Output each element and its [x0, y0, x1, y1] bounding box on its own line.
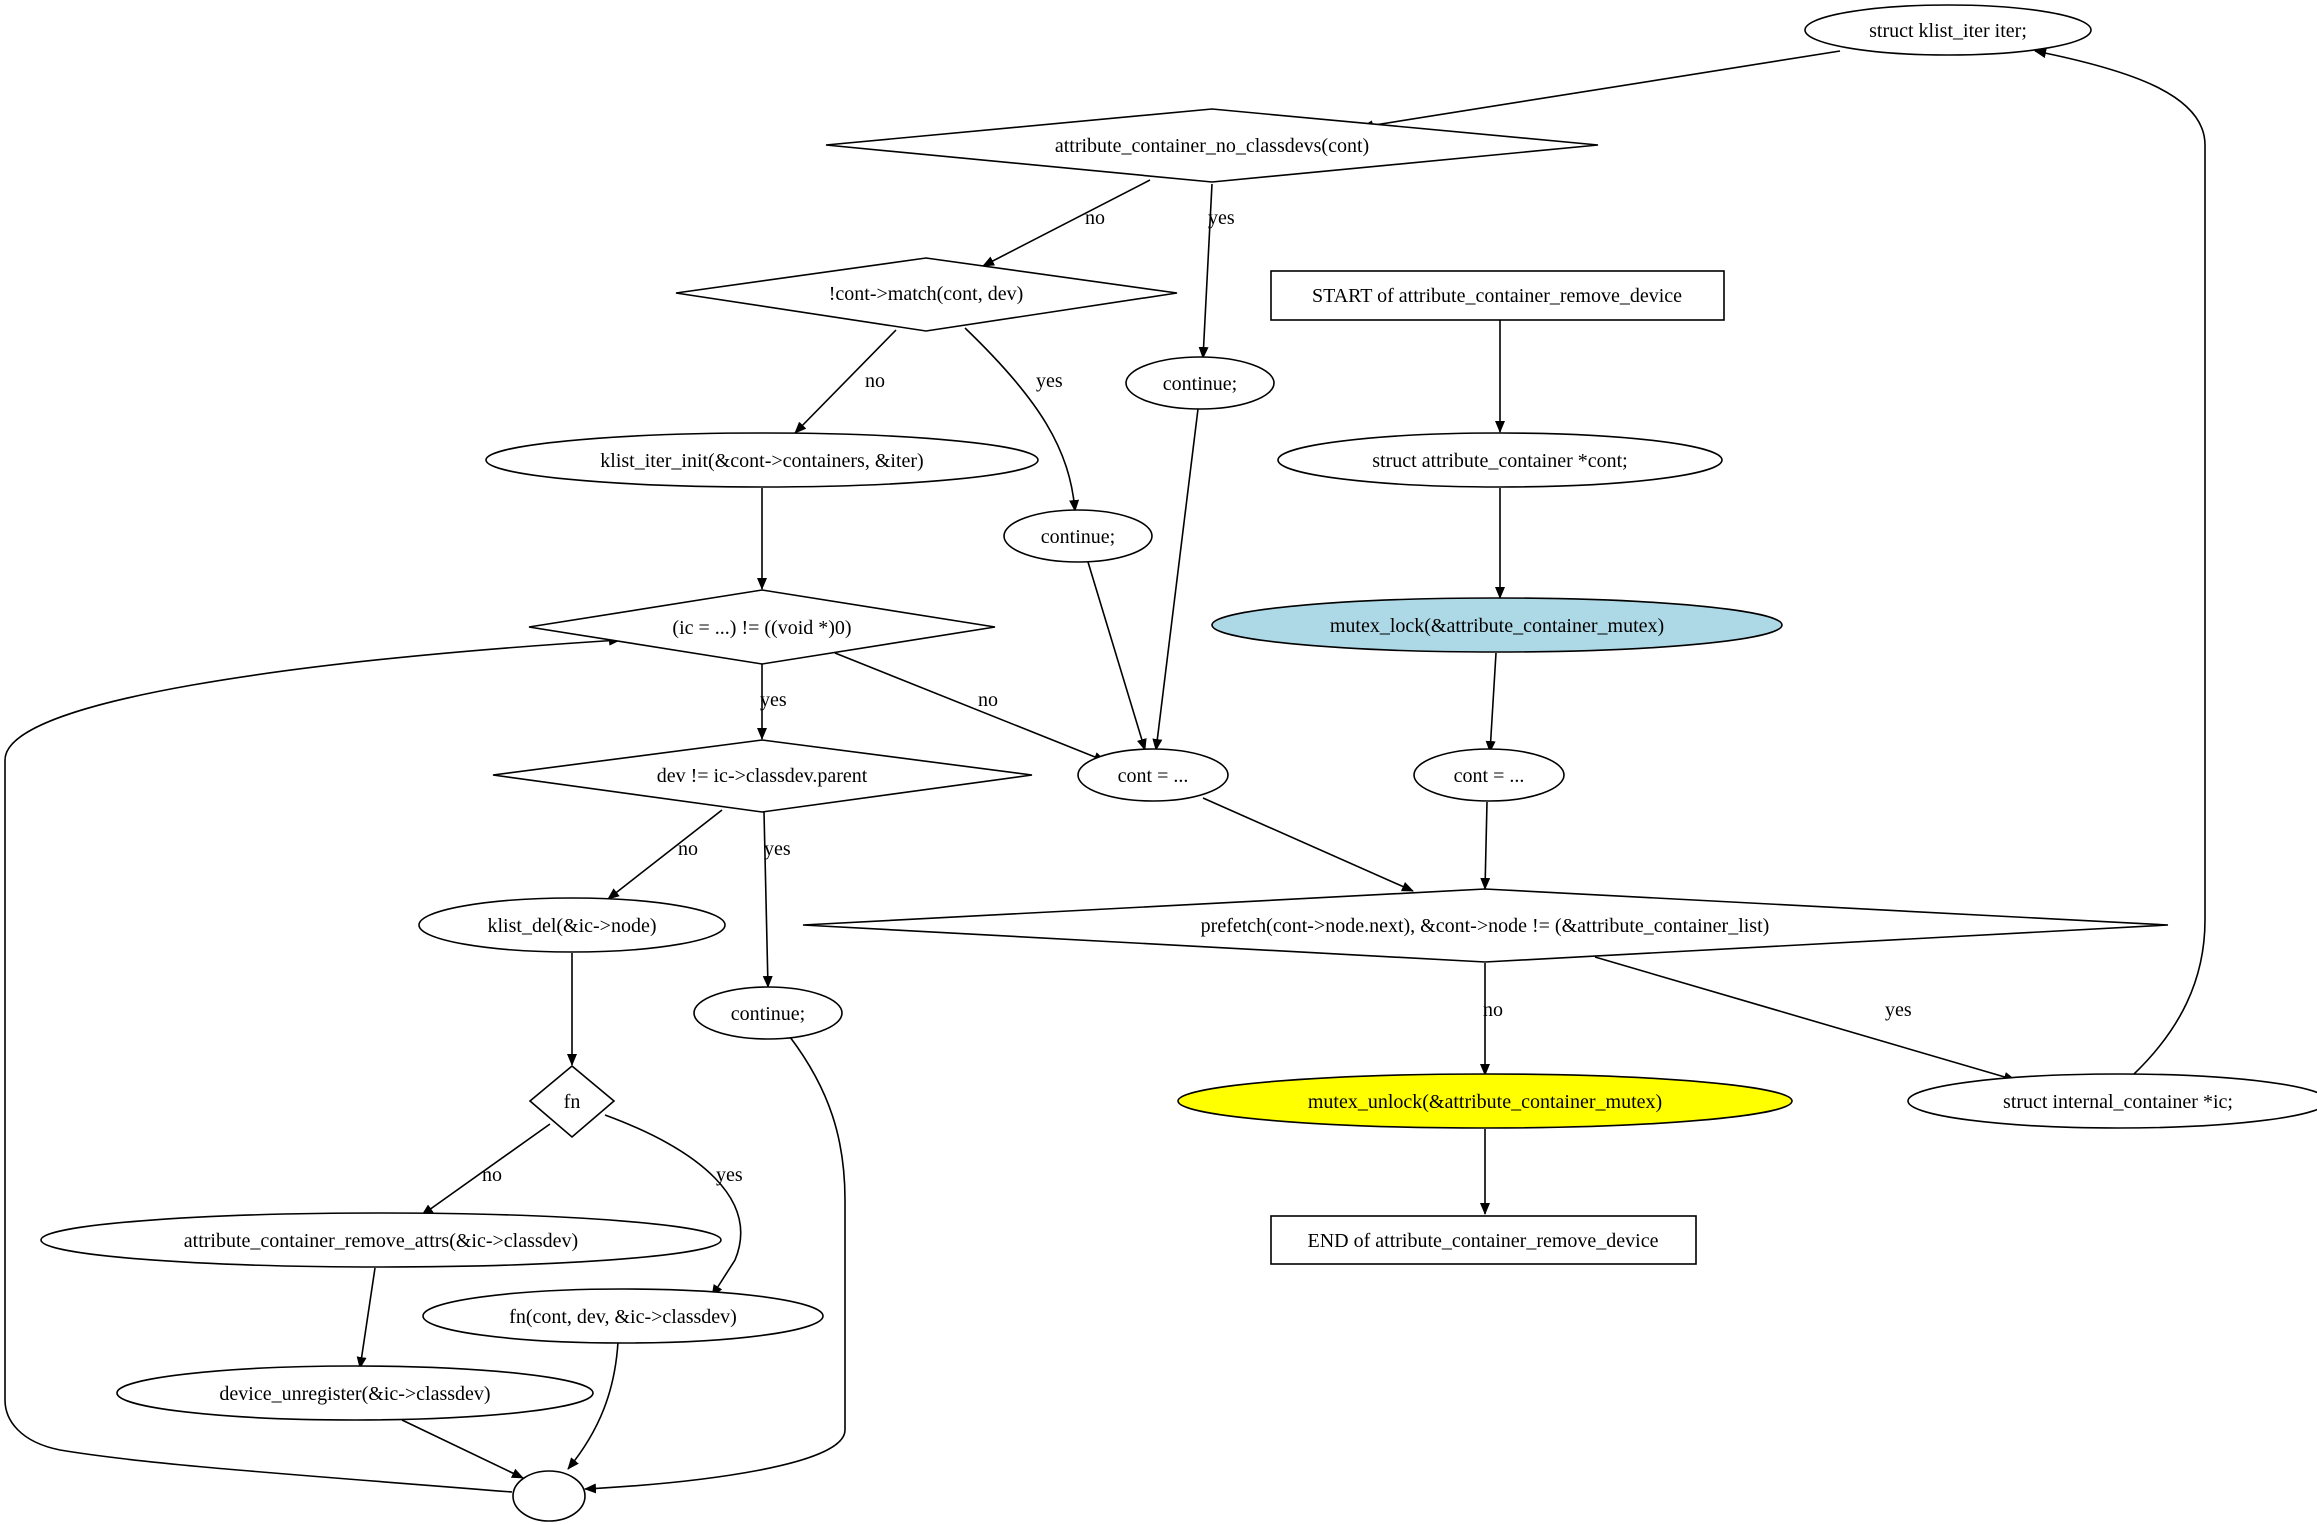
node-mutex-lock: mutex_lock(&attribute_container_mutex) [1211, 597, 1783, 653]
node-continue-top: continue; [1125, 356, 1275, 410]
edge-fn-to-fn-call [604, 1114, 742, 1297]
edge-label-match-no: no [865, 370, 885, 392]
edge-internal-container-to-klist-iter [2034, 48, 2206, 1076]
node-dev-parent: dev != ic->classdev.parent [492, 739, 1033, 813]
node-mutex-lock-label: mutex_lock(&attribute_container_mutex) [1330, 615, 1664, 637]
edge-no-classdevs-to-match [982, 179, 1151, 267]
node-continue-dev: continue; [693, 986, 843, 1040]
edge-label-no-classdevs-yes: yes [1208, 207, 1235, 229]
edge-label-ic-loop-no: no [978, 689, 998, 711]
node-remove-attrs: attribute_container_remove_attrs(&ic->cl… [40, 1212, 722, 1268]
node-start: START of attribute_container_remove_devi… [1270, 270, 1725, 321]
edge-remove-attrs-to-device-unregister [356, 1267, 376, 1369]
edge-label-match-yes: yes [1036, 370, 1063, 392]
edge-continue-top-to-cont-left [1152, 408, 1199, 751]
edge-label-dev-parent-yes: yes [764, 838, 791, 860]
node-no-classdevs: attribute_container_no_classdevs(cont) [825, 108, 1599, 183]
edge-label-ic-loop-yes: yes [760, 689, 787, 711]
node-prefetch: prefetch(cont->node.next), &cont->node !… [802, 888, 2169, 963]
edge-label-prefetch-yes: yes [1885, 999, 1912, 1021]
node-continue-match: continue; [1003, 509, 1153, 563]
edge-klist-iter-to-no-classdevs [1361, 50, 1841, 131]
node-klist-iter-init: klist_iter_init(&cont->containers, &iter… [485, 432, 1039, 488]
node-klist-iter: struct klist_iter iter; [1804, 4, 2092, 56]
node-remove-attrs-label: attribute_container_remove_attrs(&ic->cl… [184, 1230, 578, 1252]
node-merge [512, 1470, 586, 1522]
node-fn-call-label: fn(cont, dev, &ic->classdev) [509, 1306, 737, 1328]
edge-label-fn-yes: yes [716, 1164, 743, 1186]
node-continue-dev-label: continue; [731, 1003, 805, 1025]
node-device-unregister-label: device_unregister(&ic->classdev) [219, 1383, 490, 1405]
node-internal-container: struct internal_container *ic; [1907, 1073, 2317, 1129]
node-cont-assign-right: cont = ... [1413, 748, 1565, 802]
node-klist-iter-init-label: klist_iter_init(&cont->containers, &iter… [600, 450, 923, 472]
node-fn-label: fn [564, 1091, 581, 1113]
edge-dev-parent-to-klist-del [607, 809, 723, 900]
node-fn: fn [528, 1064, 616, 1139]
edge-device-unregister-to-merge [401, 1419, 524, 1479]
edges [4, 48, 2206, 1494]
nodes: struct klist_iter iter; attribute_contai… [40, 4, 2317, 1522]
node-mutex-unlock: mutex_unlock(&attribute_container_mutex) [1177, 1073, 1793, 1129]
node-mutex-unlock-label: mutex_unlock(&attribute_container_mutex) [1308, 1091, 1662, 1113]
edge-ic-loop-to-cont-left [834, 652, 1106, 762]
node-klist-iter-label: struct klist_iter iter; [1869, 20, 2027, 42]
edge-cont-left-to-prefetch [1202, 797, 1414, 892]
edge-continue-match-to-cont-left [1087, 561, 1147, 751]
node-end-label: END of attribute_container_remove_device [1308, 1230, 1659, 1252]
edge-labels: no yes no yes yes no no yes no yes no ye… [482, 207, 1912, 1186]
node-device-unregister: device_unregister(&ic->classdev) [116, 1365, 594, 1421]
edge-label-prefetch-no: no [1483, 999, 1503, 1021]
node-continue-match-label: continue; [1041, 526, 1115, 548]
node-start-label: START of attribute_container_remove_devi… [1312, 285, 1682, 307]
edge-label-fn-no: no [482, 1164, 502, 1186]
node-fn-call: fn(cont, dev, &ic->classdev) [422, 1288, 824, 1344]
node-cont-assign-left-label: cont = ... [1118, 765, 1189, 787]
edge-prefetch-to-internal-container [1594, 956, 2016, 1082]
node-dev-parent-label: dev != ic->classdev.parent [657, 765, 868, 787]
node-klist-del-label: klist_del(&ic->node) [487, 915, 656, 937]
edge-no-classdevs-to-continue-top [1198, 183, 1213, 359]
node-match-label: !cont->match(cont, dev) [829, 283, 1024, 305]
edge-continue-dev-to-merge [584, 1036, 846, 1494]
edge-fn-call-to-merge [567, 1341, 619, 1470]
node-continue-top-label: continue; [1163, 373, 1237, 395]
edge-mutex-lock-to-cont-right [1485, 652, 1497, 753]
edge-label-no-classdevs-no: no [1085, 207, 1105, 229]
node-attr-cont-decl-label: struct attribute_container *cont; [1372, 450, 1627, 472]
node-ic-loop: (ic = ...) != ((void *)0) [528, 589, 996, 665]
edge-cont-right-to-prefetch [1480, 801, 1491, 890]
edge-match-to-klist-iter-init [794, 329, 897, 434]
edge-fn-to-remove-attrs [421, 1123, 551, 1216]
node-match: !cont->match(cont, dev) [675, 257, 1178, 332]
node-attr-cont-decl: struct attribute_container *cont; [1277, 432, 1723, 488]
edge-label-dev-parent-no: no [678, 838, 698, 860]
node-internal-container-label: struct internal_container *ic; [2003, 1091, 2233, 1113]
edge-match-to-continue-match [964, 327, 1080, 512]
node-klist-del: klist_del(&ic->node) [418, 897, 726, 953]
edge-dev-parent-to-continue-dev [762, 811, 773, 988]
node-ic-loop-label: (ic = ...) != ((void *)0) [672, 617, 851, 639]
node-cont-assign-left: cont = ... [1077, 748, 1229, 802]
node-no-classdevs-label: attribute_container_no_classdevs(cont) [1055, 135, 1369, 157]
node-cont-assign-right-label: cont = ... [1454, 765, 1525, 787]
node-prefetch-label: prefetch(cont->node.next), &cont->node !… [1201, 915, 1770, 937]
edge-merge-to-ic-loop [4, 635, 621, 1493]
node-end: END of attribute_container_remove_device [1270, 1215, 1697, 1265]
